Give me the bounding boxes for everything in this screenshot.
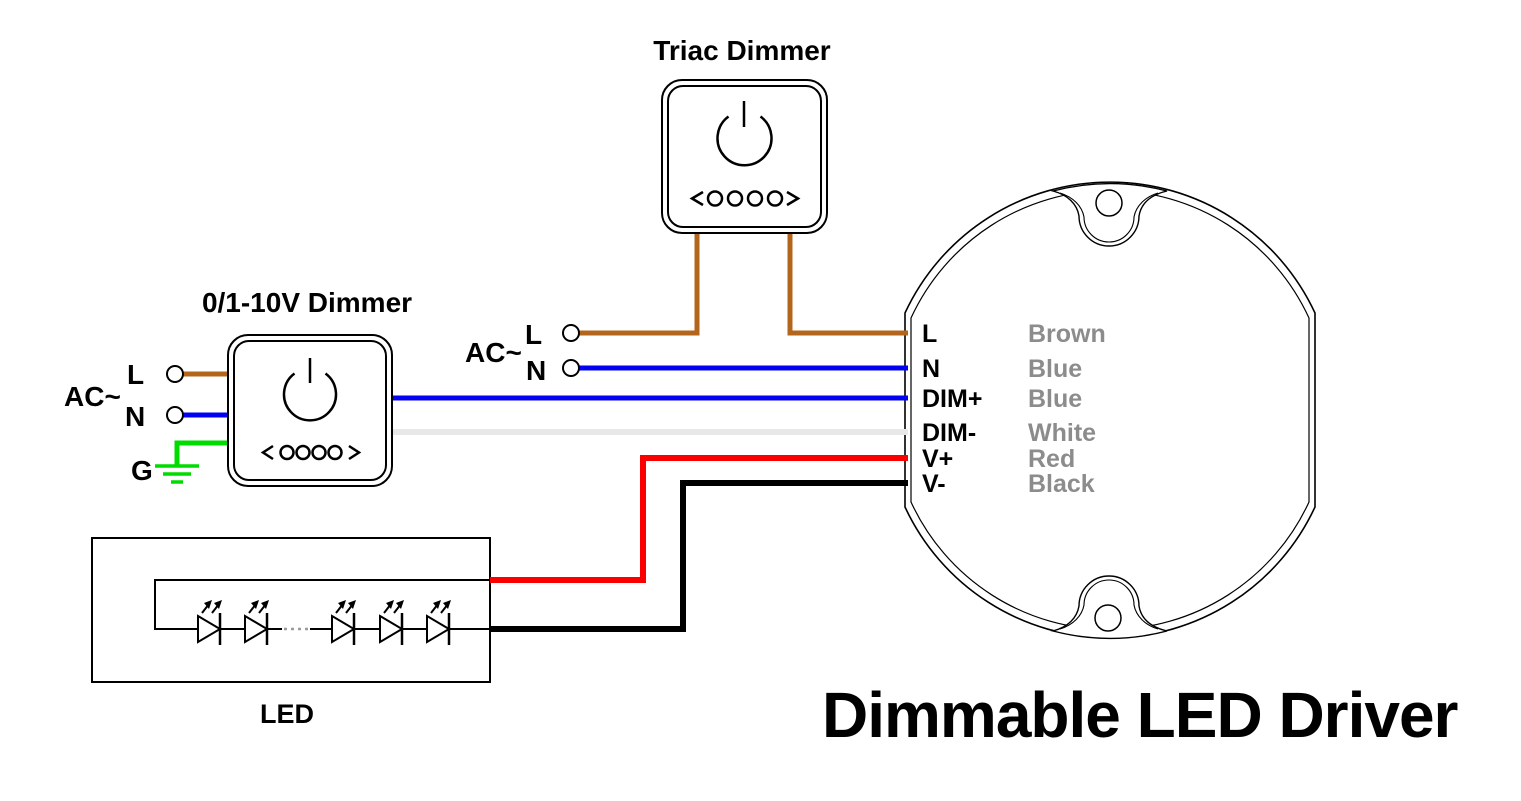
terminal-label: DIM+ (922, 385, 982, 413)
wire-color-label: Brown (1028, 320, 1106, 348)
terminal-label: V- (922, 470, 946, 498)
led-driver-body (904, 181, 1316, 640)
dim-control-icon (260, 444, 362, 461)
v10-dimmer-title: 0/1-10V Dimmer (202, 287, 412, 318)
v10-dimmer-outer-box (227, 334, 393, 487)
wiring (155, 231, 908, 632)
wire-v-plus-red (490, 455, 908, 583)
terminal-label: L (922, 320, 937, 348)
ac-right-label: AC~ (465, 337, 522, 368)
triac-dimmer-outer-box (661, 79, 828, 234)
terminal-circle-right-N (562, 359, 580, 377)
led-module-outline (91, 537, 491, 683)
triac-dimmer-title: Triac Dimmer (653, 35, 831, 66)
power-icon (716, 101, 773, 167)
wire-color-label: Red (1028, 445, 1075, 473)
ac-left-live-label: L (127, 359, 144, 390)
wire-ground-left-dimmer (174, 440, 228, 466)
wire-v-minus-black (490, 480, 908, 632)
terminal-circle-left-N (166, 406, 184, 424)
driver-wire-color-labels: Brown Blue Blue White Red Black (1028, 320, 1106, 498)
led-module (91, 537, 491, 683)
terminal-label: V+ (922, 445, 953, 473)
v10-dimmer (227, 334, 393, 487)
wire-color-label: White (1028, 419, 1096, 447)
power-icon (282, 358, 338, 422)
driver-bottom-screw-hole (1094, 604, 1122, 632)
ac-terminals (166, 324, 580, 424)
driver-title: Dimmable LED Driver (822, 679, 1458, 751)
ground-symbol-icon (155, 464, 199, 484)
wire-triac-to-driver-L (787, 231, 908, 336)
ac-right-neutral-label: N (526, 355, 546, 386)
terminal-circle-left-L (166, 365, 184, 383)
triac-dimmer (661, 79, 828, 234)
ac-right-live-label: L (525, 319, 542, 350)
ac-left-neutral-label: N (125, 401, 145, 432)
driver-terminal-labels: L N DIM+ DIM- V+ V- (922, 320, 982, 498)
wire-color-label: Blue (1028, 355, 1082, 383)
terminal-label: N (922, 355, 940, 383)
terminal-circle-right-L (562, 324, 580, 342)
driver-top-tab-inner-line (1059, 192, 1159, 243)
wire-live-to-triac (579, 231, 700, 336)
wire-color-label: Blue (1028, 385, 1082, 413)
wire-color-label: Black (1028, 470, 1095, 498)
v10-dimmer-inner-box (233, 340, 387, 481)
ac-left-label: AC~ (64, 381, 121, 412)
led-module-label: LED (260, 699, 314, 729)
driver-inner-outline (910, 189, 1310, 631)
driver-bottom-tab-inner-line (1059, 579, 1159, 630)
triac-dimmer-inner-box (667, 85, 822, 228)
terminal-label: DIM- (922, 419, 976, 447)
driver-outer-outline (904, 181, 1316, 639)
dim-control-icon (689, 190, 801, 207)
driver-top-screw-hole (1095, 189, 1123, 217)
ac-left-ground-label: G (131, 455, 153, 486)
